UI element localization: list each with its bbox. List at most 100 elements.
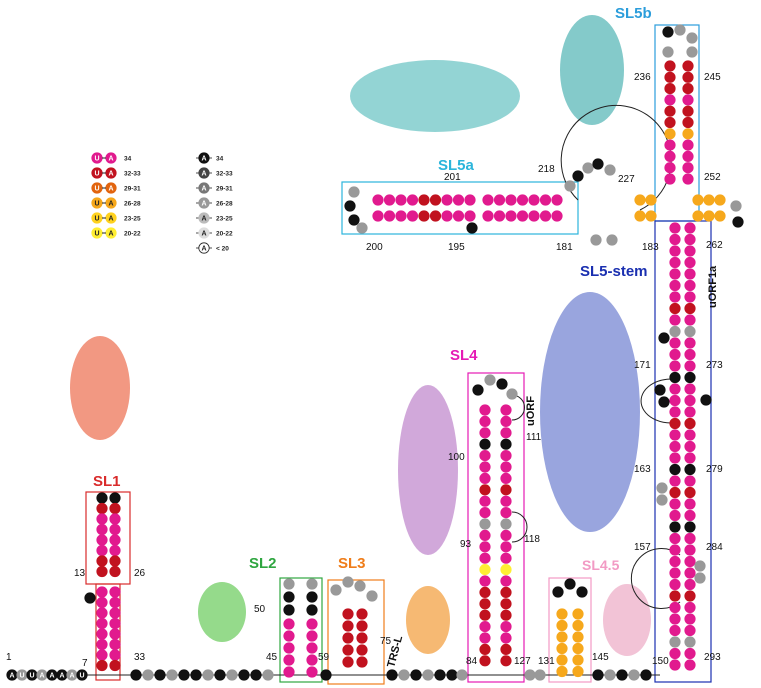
base-pair-top xyxy=(482,194,494,206)
sl5b-side-nucleotide xyxy=(730,200,742,212)
base-pair-bottom xyxy=(714,210,726,222)
nucleotide-circle xyxy=(479,598,491,610)
nucleotide-circle xyxy=(306,604,318,616)
nucleotide-circle xyxy=(669,429,681,441)
linker-nucleotide xyxy=(226,669,238,681)
sl5-stem-label: SL5-stem xyxy=(580,263,648,280)
base-pair-left xyxy=(479,415,491,427)
base-pair-left xyxy=(479,438,491,450)
nucleotide-letter: A xyxy=(201,186,206,193)
pos-183: 183 xyxy=(642,242,659,253)
nucleotide-circle xyxy=(669,417,681,430)
nucleotide-circle xyxy=(664,83,676,95)
nucleotide-letter: U xyxy=(79,673,84,680)
nucleotide-circle xyxy=(684,383,696,395)
base-pair-right xyxy=(306,578,318,590)
nucleotide-circle xyxy=(684,659,696,671)
base-pair-right xyxy=(500,643,512,656)
base-pair-right xyxy=(306,642,318,654)
nucleotide-circle xyxy=(684,406,696,418)
nucleotide-circle xyxy=(395,210,407,222)
legend-single-label: 26-28 xyxy=(216,201,233,208)
nucleotide-letter: U xyxy=(94,201,99,208)
legend-pair-label: 23-25 xyxy=(124,216,141,223)
base-pair-right xyxy=(109,565,121,578)
nucleotide-circle xyxy=(669,647,681,660)
nucleotide-circle xyxy=(572,654,584,666)
nucleotide-circle xyxy=(572,665,584,678)
sl45-3d-render xyxy=(603,584,651,656)
nucleotide-circle xyxy=(109,513,121,525)
nucleotide-circle xyxy=(109,586,121,598)
base-pair-top xyxy=(645,194,657,206)
base-pair-left xyxy=(664,83,676,95)
nucleotide-circle xyxy=(692,210,704,222)
leader-nucleotide: A xyxy=(6,669,18,681)
base-pair-left xyxy=(669,452,681,464)
nucleotide-circle xyxy=(669,452,681,464)
nucleotide-circle xyxy=(479,415,491,427)
nucleotide-circle xyxy=(669,486,681,499)
nucleotide-circle xyxy=(386,669,398,681)
base-pair-left xyxy=(669,233,681,246)
base-pair-right xyxy=(684,532,696,545)
pos-33: 33 xyxy=(134,652,146,663)
nucleotide-circle xyxy=(682,162,694,174)
nucleotide-circle xyxy=(669,624,681,637)
nucleotide-circle xyxy=(109,628,121,640)
nucleotide-circle xyxy=(500,609,512,621)
base-pair-left xyxy=(669,601,681,614)
base-pair-left xyxy=(342,620,354,632)
sl5-inner-loop-1 xyxy=(640,378,681,424)
legend-pair-left: U xyxy=(91,227,103,239)
base-pair-right xyxy=(572,665,584,678)
base-pair-right xyxy=(684,429,696,441)
sl4-bulge-lower xyxy=(511,511,528,543)
nucleotide-circle xyxy=(306,618,318,630)
base-pair-right xyxy=(682,162,694,174)
base-pair-right xyxy=(500,575,512,587)
nucleotide-circle xyxy=(582,162,594,174)
nucleotide-circle xyxy=(592,158,604,170)
nucleotide-circle xyxy=(669,475,681,487)
pos-50: 50 xyxy=(254,604,266,615)
nucleotide-circle xyxy=(572,608,584,620)
base-pair-right xyxy=(109,492,121,504)
sl5-bulge-nucleotide xyxy=(658,332,670,344)
pos-279: 279 xyxy=(706,464,723,475)
pos-118: 118 xyxy=(524,534,540,545)
base-pair-left xyxy=(669,590,681,602)
nucleotide-circle xyxy=(109,544,121,557)
nucleotide-circle xyxy=(684,452,696,464)
nucleotide-circle xyxy=(686,46,698,58)
nucleotide-circle xyxy=(354,580,366,592)
linker-nucleotide xyxy=(398,669,410,681)
sl45-loop-nucleotide xyxy=(552,586,564,598)
base-pair-right xyxy=(684,647,696,660)
position-numbers: 1 7 13 26 33 45 50 59 75 84 93 100 111 1… xyxy=(6,72,723,669)
base-pair-right xyxy=(500,415,512,427)
nucleotide-circle xyxy=(109,659,121,672)
base-pair-right xyxy=(572,608,584,620)
base-pair-right xyxy=(306,654,318,666)
nucleotide-circle xyxy=(500,586,512,599)
nucleotide-circle xyxy=(466,222,478,234)
nucleotide-circle xyxy=(330,584,342,596)
base-pair-bottom xyxy=(634,210,646,222)
nucleotide-circle xyxy=(682,173,694,185)
sl4-loop-nucleotide xyxy=(472,384,484,396)
nucleotide-circle xyxy=(669,498,681,510)
linker-nucleotide xyxy=(154,669,166,681)
nucleotide-circle xyxy=(669,555,681,568)
pos-171: 171 xyxy=(634,360,651,371)
junction-nucleotide xyxy=(604,164,616,176)
base-pair-right xyxy=(684,521,696,533)
legend-single-label: 34 xyxy=(216,156,224,163)
pos-201: 201 xyxy=(444,172,461,183)
base-pair-left xyxy=(669,268,681,280)
nucleotide-circle xyxy=(506,388,518,400)
pos-236: 236 xyxy=(634,72,651,83)
sl5b-loop-nucleotide xyxy=(662,26,674,38)
nucleotide-circle xyxy=(320,669,332,681)
nucleotide-circle xyxy=(669,302,681,315)
